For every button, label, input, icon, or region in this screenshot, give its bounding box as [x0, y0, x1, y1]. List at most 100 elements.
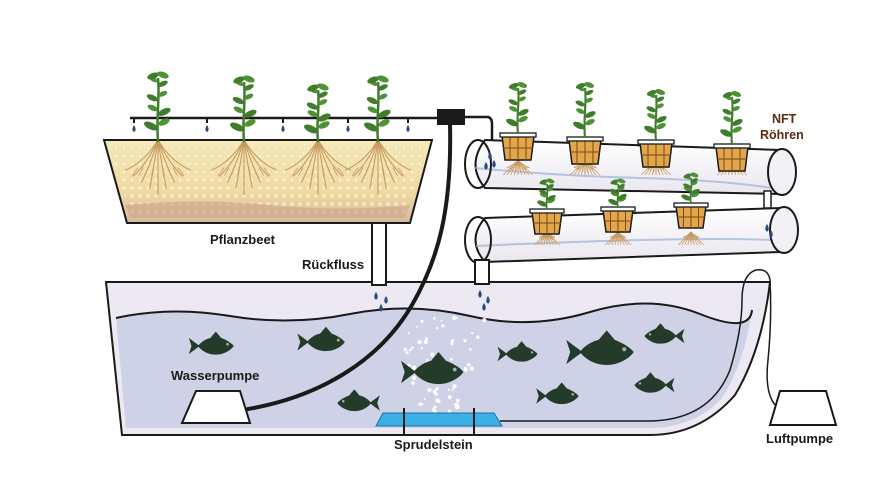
- plant-icon: [608, 178, 627, 209]
- net-pot: [529, 208, 565, 235]
- air-bubble: [452, 384, 457, 389]
- air-bubble: [469, 348, 472, 351]
- nft-plants: [499, 82, 751, 246]
- net-pot: [713, 143, 751, 172]
- fish-group: [188, 323, 685, 412]
- air-bubble: [435, 387, 439, 391]
- plant-icon: [304, 83, 331, 143]
- plant-icon: [144, 71, 171, 143]
- air-bubble: [456, 403, 460, 406]
- air-bubble: [420, 319, 424, 323]
- roots: [210, 139, 278, 195]
- air-bubble: [423, 339, 429, 345]
- plant-icon: [720, 91, 743, 146]
- net-pot: [637, 139, 675, 168]
- fish-icon: [634, 372, 675, 393]
- air-bubble: [452, 315, 457, 321]
- air-bubble: [426, 358, 429, 362]
- air-bubble: [407, 364, 411, 368]
- return-pipes: [371, 222, 490, 286]
- label-roehren: Röhren: [760, 128, 804, 142]
- air-bubble: [455, 316, 458, 320]
- water-drop-icon: [379, 304, 383, 312]
- air-bubble: [415, 325, 418, 328]
- label-nft: NFT: [772, 112, 797, 126]
- net-pot: [673, 202, 709, 229]
- label-rueckfluss: Rückfluss: [302, 257, 365, 272]
- air-bubble: [476, 335, 480, 340]
- air-bubble: [433, 317, 436, 320]
- plant-icon: [364, 75, 391, 143]
- air-hose: [500, 268, 779, 422]
- air-bubble: [430, 352, 435, 357]
- plant-icon: [644, 89, 667, 142]
- roots: [344, 139, 412, 195]
- plant-icon: [537, 178, 556, 211]
- air-bubble: [463, 367, 468, 372]
- fish-icon: [644, 323, 685, 344]
- fish-icon: [497, 341, 538, 362]
- fish-icon: [566, 330, 634, 365]
- air-bubble: [411, 346, 414, 350]
- roots: [284, 139, 352, 195]
- roots: [124, 139, 192, 195]
- air-bubble: [432, 389, 437, 394]
- water-drop-icon: [205, 125, 209, 132]
- air-bubble: [411, 381, 415, 385]
- water-drops: [132, 118, 773, 312]
- air-bubble: [449, 357, 453, 361]
- air-bubble: [437, 400, 441, 404]
- roots: [503, 159, 533, 176]
- air-bubble: [407, 332, 410, 335]
- air-bubble: [482, 317, 487, 323]
- air-pump: [768, 390, 838, 426]
- air-bubble: [418, 402, 422, 407]
- water-pump-hose: [241, 124, 453, 412]
- air-bubble: [466, 362, 471, 367]
- label-pflanzbeet: Pflanzbeet: [210, 232, 276, 247]
- air-bubble: [455, 398, 460, 403]
- water-drop-icon: [765, 224, 769, 232]
- water-drop-icon: [346, 125, 350, 132]
- air-bubble: [440, 319, 443, 322]
- air-bubble: [447, 409, 451, 413]
- air-bubble: [411, 375, 417, 381]
- fish-icon: [536, 382, 579, 405]
- air-bubble: [471, 331, 474, 335]
- plant-icon: [230, 75, 257, 143]
- air-bubble: [409, 348, 412, 352]
- nft-connector: [763, 190, 772, 209]
- net-pot: [499, 132, 537, 161]
- air-bubble: [441, 324, 445, 328]
- air-bubble: [417, 339, 422, 345]
- air-bubble: [447, 388, 451, 391]
- water-drop-icon: [488, 152, 492, 160]
- label-sprudelstein: Sprudelstein: [394, 437, 473, 452]
- water-pump: [180, 390, 252, 424]
- air-bubble: [463, 339, 467, 343]
- water-drop-icon: [482, 303, 486, 311]
- grow-bed: [102, 139, 434, 224]
- air-bubble: [433, 405, 437, 409]
- air-bubble: [423, 398, 426, 400]
- label-wasserpumpe: Wasserpumpe: [171, 368, 260, 383]
- plant-icon: [681, 172, 700, 205]
- air-bubble: [403, 347, 407, 352]
- net-pot: [600, 206, 636, 233]
- label-luftpumpe: Luftpumpe: [766, 431, 834, 446]
- water-drop-icon: [374, 292, 378, 300]
- air-bubble: [427, 388, 432, 393]
- air-bubble: [469, 366, 474, 371]
- air-stone: [375, 408, 503, 436]
- water-drop-icon: [281, 125, 285, 132]
- roots: [677, 231, 705, 246]
- net-pot: [566, 136, 604, 165]
- air-bubble: [447, 395, 452, 400]
- water-drop-icon: [492, 160, 496, 168]
- air-bubble: [420, 402, 424, 406]
- water-drop-icon: [484, 162, 488, 170]
- air-bubble: [454, 404, 460, 410]
- air-bubble: [451, 388, 454, 391]
